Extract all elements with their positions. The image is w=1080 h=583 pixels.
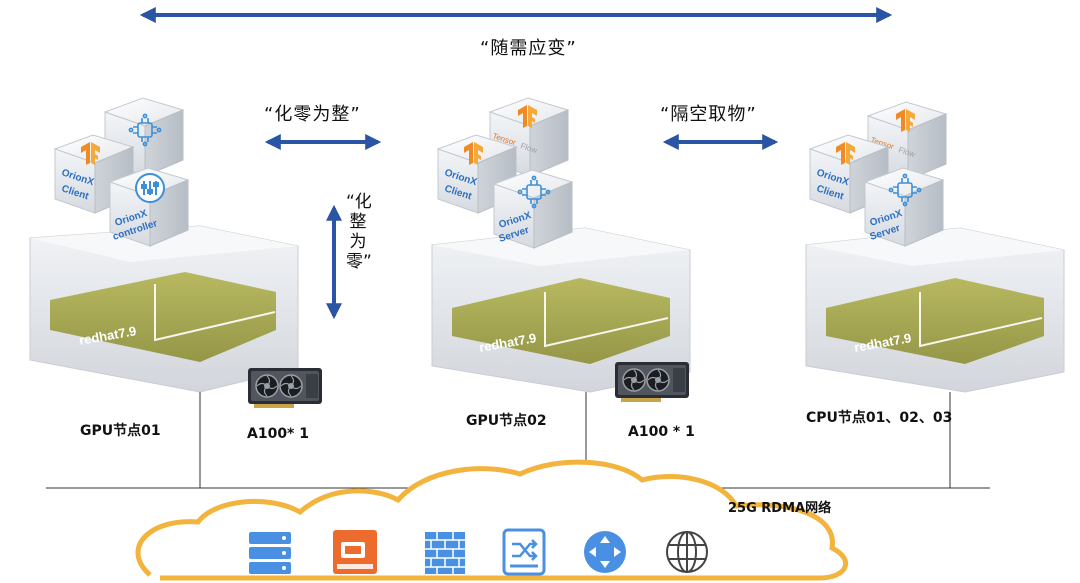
node-1-gpu-label: A100* 1 — [247, 426, 309, 442]
server-stack-icon — [249, 532, 291, 574]
node-2-gpu-label: A100 * 1 — [628, 424, 695, 440]
phrase-right: “隔空取物” — [660, 104, 757, 125]
phrase-top: “随需应变” — [480, 38, 577, 59]
network-cloud — [135, 459, 848, 581]
router-icon — [584, 531, 626, 573]
network-label: 25G RDMA网络 — [728, 501, 832, 516]
node-2-cube-server: OrionX Server — [493, 169, 573, 249]
node-2-gpu-card — [614, 361, 690, 403]
node-1-gpu-card — [247, 367, 323, 409]
node-3-cube-client: OrionX Client — [809, 134, 889, 214]
switch-icon — [502, 528, 546, 576]
node-2-cube-client: OrionX Client — [437, 134, 517, 214]
storage-drive-icon — [333, 530, 377, 574]
node-1-label: GPU节点01 — [80, 423, 161, 439]
node-2-server-box: redhat7.9 — [431, 227, 691, 393]
phrase-left: “化零为整” — [264, 104, 361, 125]
node-3-server-box: redhat7.9 — [805, 227, 1065, 393]
node-2-label: GPU节点02 — [466, 413, 547, 429]
internet-globe-icon — [666, 531, 708, 573]
firewall-icon — [425, 532, 465, 574]
node-1-cube-controller: OrionX controller — [109, 167, 189, 247]
node-1-server-box: redhat7.9 — [29, 225, 299, 393]
phrase-vertical: “化整为零” — [346, 192, 372, 272]
node-3-label: CPU节点01、02、03 — [806, 410, 953, 426]
node-1-cube-client: OrionX Client — [54, 134, 134, 214]
node-3-cube-server: OrionX Server — [864, 167, 944, 247]
